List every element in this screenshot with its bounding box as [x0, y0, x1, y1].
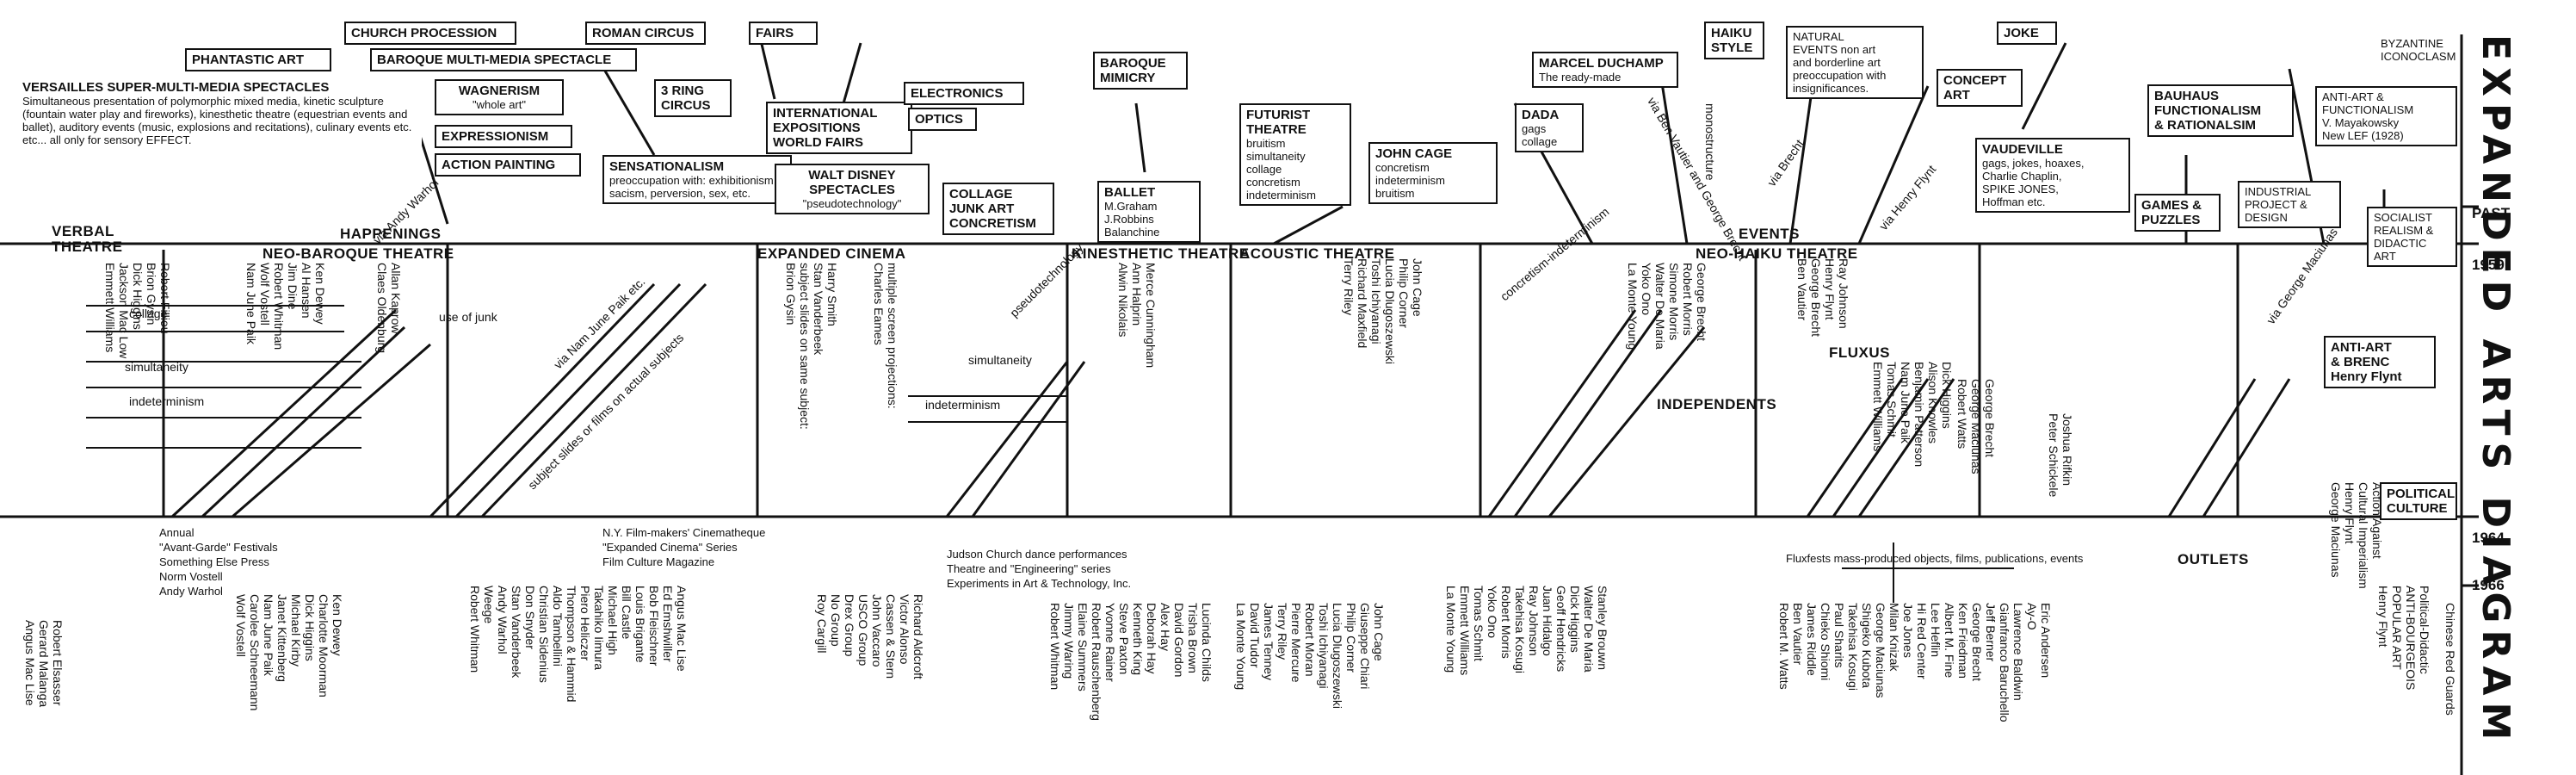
box-roman-circus: ROMAN CIRCUS — [585, 22, 706, 45]
box-collage-junk: COLLAGE JUNK ART CONCRETISM — [942, 183, 1054, 235]
bottom-col-judson: Lucinda Childs Trisha Brown David Gordon… — [1048, 603, 1214, 721]
bottom-col-film: Angus Mac Lise Ed Emshwiller Bob Fleisch… — [468, 586, 689, 703]
names-kinesthetic: Merce Cunningham Ann Halprin Alwin Nikol… — [1116, 263, 1158, 369]
label-collage: collage — [129, 307, 168, 320]
bottom-judson: Judson Church dance performances Theatre… — [947, 548, 1132, 590]
box-concept-art: CONCEPT ART — [1937, 69, 2023, 107]
year-1966: 1966 — [2472, 577, 2505, 593]
box-byzantine: BYZANTINE ICONOCLASM — [2375, 34, 2457, 65]
header-events: EVENTS — [1739, 226, 1801, 242]
box-fairs: FAIRS — [749, 22, 818, 45]
bottom-col-outlets: Political-Didactic ANTI-BOURGEOIS POPULA… — [2376, 586, 2431, 691]
diagram-title: EXPANDED ARTS DIAGRAM — [2474, 34, 2517, 747]
bottom-chinese-red-guards: Chinese Red Guards — [2443, 603, 2457, 716]
names-events: Ray Johnson Henry Flynt George Brecht Be… — [1795, 258, 1850, 338]
names-rifkin: Joshua Rifkin Peter Schickele — [2047, 413, 2074, 498]
box-baroque-spectacle: BAROQUE MULTI-MEDIA SPECTACLE — [370, 48, 637, 71]
label-indeterminism-2: indeterminism — [925, 398, 1001, 412]
label-simultaneity-2: simultaneity — [968, 353, 1032, 367]
box-games-puzzles: GAMES & PUZZLES — [2134, 194, 2221, 232]
diagonal-monostructure: monostructure — [1703, 103, 1717, 181]
names-verbal-theatre: Robert Filliou Brion Gysin Dick Higgins … — [103, 263, 172, 359]
year-1964: 1964 — [2472, 530, 2505, 546]
header-kinesthetic-theatre: KINESTHETIC THEATRE — [1072, 245, 1250, 262]
label-indeterminism: indeterminism — [129, 394, 205, 408]
box-phantastic-art: PHANTASTIC ART — [185, 48, 331, 71]
header-outlets: OUTLETS — [2178, 551, 2249, 567]
box-three-ring-circus: 3 RING CIRCUS — [654, 79, 732, 117]
header-fluxus: FLUXUS — [1829, 344, 1890, 361]
bottom-col-independents: Stanley Brouwn Walter De Maria Dick Higg… — [1444, 586, 1609, 676]
box-action-painting: ACTION PAINTING — [435, 153, 581, 177]
bottom-filmmakers: N.Y. Film-makers' Cinematheque "Expanded… — [602, 526, 766, 568]
header-acoustic-theatre: ACOUSTIC THEATRE — [1239, 245, 1395, 262]
bottom-col-acoustic: John Cage Giuseppe Chiari Philip Corner … — [1234, 603, 1386, 709]
box-haiku-style: HAIKU STYLE — [1704, 22, 1764, 59]
year-past: PAST — [2472, 205, 2511, 221]
header-expanded-cinema: EXPANDED CINEMA — [757, 245, 906, 262]
box-natural-events: NATURAL EVENTS non art and borderline ar… — [1786, 26, 1924, 99]
bottom-fluxfests: Fluxfests mass-produced objects, films, … — [1786, 552, 2084, 565]
box-anti-art-functionalism: ANTI-ART & FUNCTIONALISM V. Mayakowsky N… — [2315, 86, 2457, 146]
box-wagnerism: WAGNERISM"whole art" — [435, 79, 564, 115]
bottom-col-elsasser: Robert Elsasser Gerard Malanga Angus Mac… — [23, 620, 65, 708]
box-political-culture: POLITICAL CULTURE — [2380, 482, 2457, 520]
header-neo-haiku-theatre: NEO-HAIKU THEATRE — [1696, 245, 1858, 262]
year-1959: 1959 — [2472, 257, 2505, 273]
header-happenings: HAPPENINGS — [340, 226, 442, 242]
names-expanded-cinema-a: Harry Smith Stan Vanderbeek subject slid… — [784, 263, 839, 430]
bottom-col-fluxus: Eric Andersen Ay-O Lawrence Baldwin Gian… — [1777, 603, 2053, 722]
names-political: Action Against Cultural Imperialism Henr… — [2329, 482, 2384, 589]
names-neo-haiku: George Brecht Robert Morris Simone Morri… — [1626, 263, 1708, 350]
box-baroque-mimicry: BAROQUE MIMICRY — [1093, 52, 1188, 90]
bottom-annual-festivals: Annual "Avant-Garde" Festivals Something… — [159, 526, 278, 598]
bottom-col-film-2: Richard Aldcroft Victor Alonso Cassen & … — [815, 594, 925, 679]
label-use-of-junk: use of junk — [439, 310, 497, 324]
box-intl-expositions: INTERNATIONAL EXPOSITIONS WORLD FAIRS — [766, 102, 912, 154]
header-verbal-theatre: VERBAL THEATRE — [52, 223, 123, 255]
box-industrial-design: INDUSTRIAL PROJECT & DESIGN — [2238, 181, 2341, 228]
box-bauhaus: BAUHAUS FUNCTIONALISM & RATIONALSIM — [2147, 84, 2294, 137]
box-anti-art-brend: ANTI-ART & BRENC Henry Flynt — [2324, 336, 2436, 388]
names-fluxus-b: George Brecht George Maciunas Robert Wat… — [1955, 379, 1997, 474]
box-electronics: ELECTRONICS — [904, 82, 1024, 105]
box-socialist-realism: SOCIALIST REALISM & DIDACTIC ART — [2367, 207, 2457, 267]
box-expressionism: EXPRESSIONISM — [435, 125, 572, 148]
box-walt-disney: WALT DISNEY SPECTACLES"pseudotechnology" — [775, 164, 930, 214]
box-optics: OPTICS — [908, 108, 977, 131]
box-church-procession: CHURCH PROCESSION — [344, 22, 516, 45]
names-acoustic: John Cage Philip Corner Lucia Dlugoszews… — [1342, 258, 1424, 364]
names-expanded-cinema-b: multiple screen projections: Charles Eam… — [872, 263, 899, 409]
header-neo-baroque-theatre: NEO-BAROQUE THEATRE — [263, 245, 454, 262]
header-independents: INDEPENDENTS — [1657, 396, 1777, 412]
names-happenings-b: Allan Kaprow Claes Oldenburg — [375, 263, 403, 354]
label-simultaneity: simultaneity — [125, 360, 188, 374]
box-joke: JOKE — [1997, 22, 2057, 45]
bottom-col-happenings: Ken Dewey Charlotte Moorman Dick Higgins… — [234, 594, 344, 711]
names-happenings-a: Ken Dewey Al Hansen Jim Dine Robert Whit… — [244, 263, 327, 350]
names-fluxus-a: Dick Higgins Alison Knowles Benjamin Pat… — [1871, 362, 1954, 468]
